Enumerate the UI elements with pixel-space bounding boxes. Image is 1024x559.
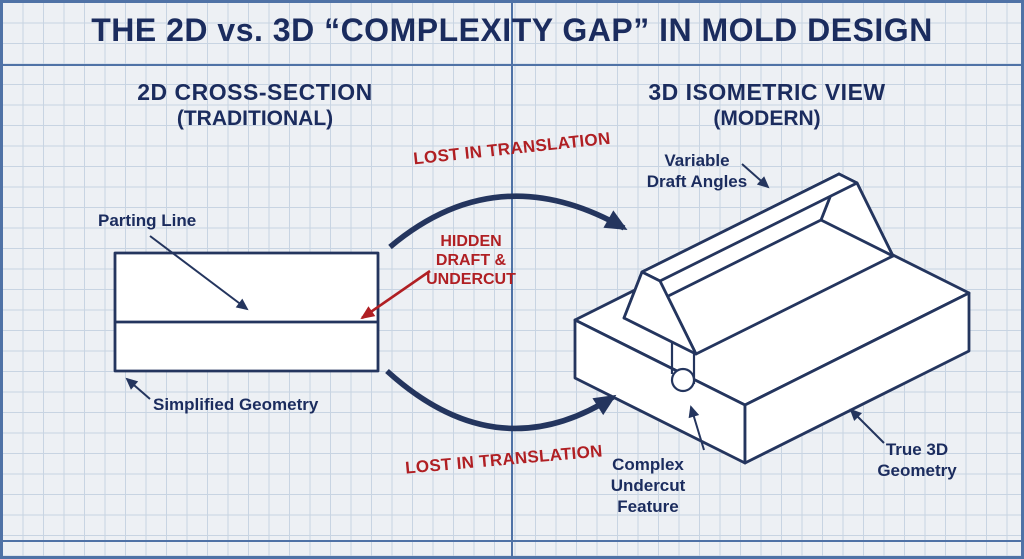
flow-arrow-top [388,193,628,250]
page-title: THE 2D vs. 3D “COMPLEXITY GAP” IN MOLD D… [91,12,933,48]
right-subheading-text: (MODERN) [713,107,821,130]
cross-section-drawing [113,251,380,373]
cross-section-rect [113,251,380,373]
parting-line-label: Parting Line [98,211,197,230]
left-heading-text: 2D CROSS-SECTION [137,79,373,105]
flow-arrows [385,193,628,432]
simplified-geometry-label: Simplified Geometry [153,395,319,414]
left-panel-heading: 2D CROSS-SECTION (TRADITIONAL) [105,78,405,131]
right-heading-text: 3D ISOMETRIC VIEW [648,79,886,105]
isometric-block-drawing [573,172,971,465]
right-panel-heading: 3D ISOMETRIC VIEW (MODERN) [617,78,917,131]
leader-true-3d [849,408,885,444]
hidden-feature-arrow [360,269,431,320]
leader-complex-undercut [688,405,705,451]
leader-variable-draft [741,163,770,189]
undercut-hole [670,367,696,393]
complex-undercut-feature-label: Complex Undercut Feature [610,455,686,516]
block-right-face [743,291,971,465]
flow-arrow-bottom [385,368,617,432]
true-3d-geometry-label: True 3D Geometry [877,440,957,480]
leader-simplified-geometry [125,377,151,400]
variable-draft-angles-label: Variable Draft Angles [646,151,748,191]
leader-parting-line [149,235,249,311]
leader-arrows [125,163,885,451]
hidden-draft-undercut-label: HIDDEN DRAFT & UNDERCUT [426,233,516,288]
left-subheading-text: (TRADITIONAL) [176,107,334,130]
